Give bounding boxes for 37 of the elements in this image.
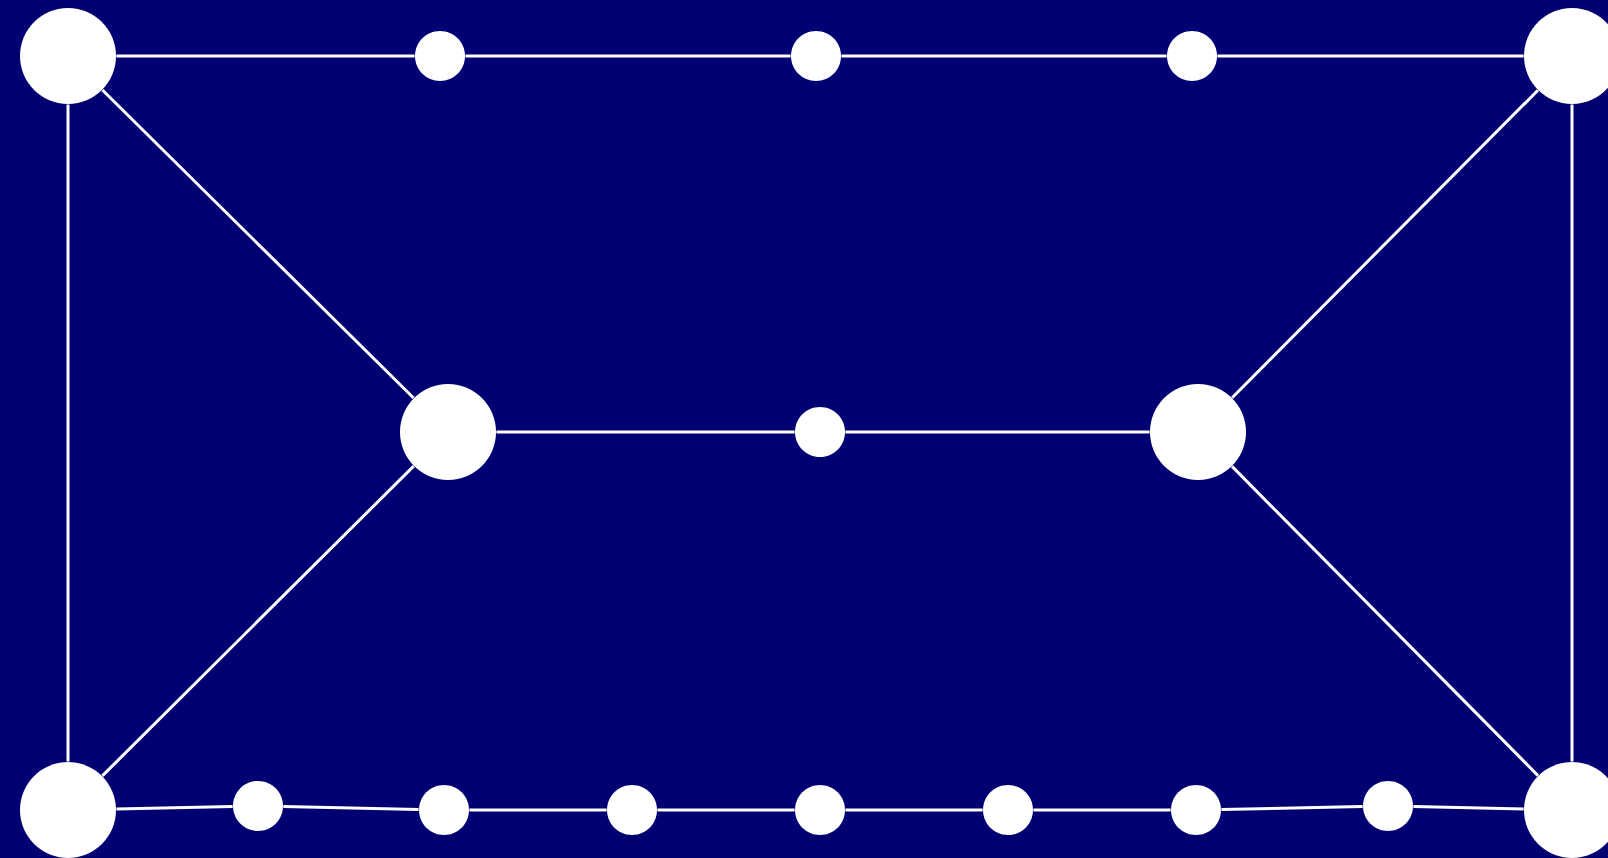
- edge-line: [1221, 805, 1363, 811]
- graph-vertex: [1171, 785, 1221, 835]
- edge-line: [1217, 54, 1524, 58]
- graph-vertex: [20, 8, 116, 104]
- edge-line: [101, 88, 415, 399]
- graph-vertex: [1524, 762, 1608, 858]
- edge-line: [1231, 465, 1540, 777]
- graph-vertex: [795, 785, 845, 835]
- edge-line: [66, 104, 70, 762]
- edge-line: [1413, 805, 1524, 811]
- graph-vertex: [1167, 31, 1217, 81]
- edge-line: [101, 465, 415, 777]
- graph-vertex: [419, 785, 469, 835]
- graph-vertex: [1363, 781, 1413, 831]
- graph-vertex: [1524, 8, 1608, 104]
- edge-line: [465, 54, 791, 58]
- edge-line: [496, 430, 795, 434]
- graph-vertex: [795, 407, 845, 457]
- edge-line: [1033, 808, 1171, 812]
- graph-vertex: [1150, 384, 1246, 480]
- edge-line: [469, 808, 607, 812]
- graph-vertex: [415, 31, 465, 81]
- graph-vertex: [233, 781, 283, 831]
- graph-vertex: [400, 384, 496, 480]
- edge-line: [845, 808, 983, 812]
- graph-vertex: [791, 31, 841, 81]
- edge-line: [116, 805, 233, 811]
- graph-vertex: [983, 785, 1033, 835]
- edge-line: [1570, 104, 1574, 762]
- graph-vertex: [20, 762, 116, 858]
- edge-line: [116, 54, 415, 58]
- edge-line: [1231, 89, 1539, 399]
- edge-line: [845, 430, 1150, 434]
- graph-vertex: [607, 785, 657, 835]
- edge-line: [841, 54, 1167, 58]
- edge-line: [283, 805, 419, 811]
- edge-line: [657, 808, 795, 812]
